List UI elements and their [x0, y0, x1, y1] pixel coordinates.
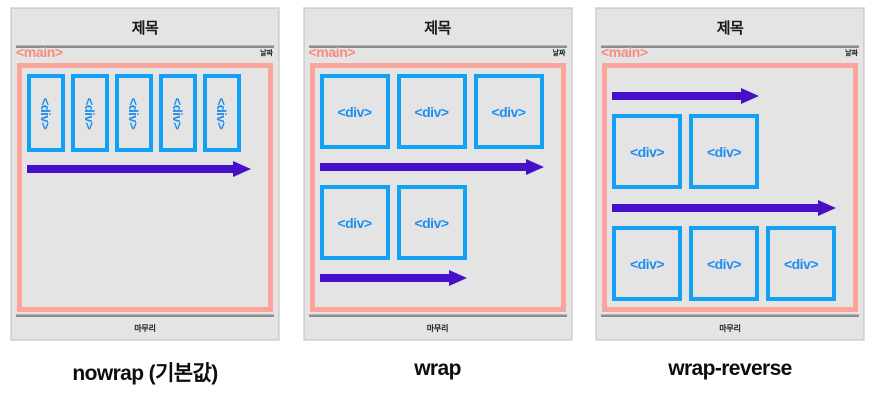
panel-wrap-reverse: 제목 <main> 날짜 <div> <div>	[593, 8, 867, 409]
direction-arrow-icon	[319, 270, 556, 286]
flex-item-label: <div>	[38, 97, 54, 129]
flex-item-label: <div>	[214, 97, 230, 129]
flex-row: <div> <div> <div>	[612, 226, 848, 301]
date-label: 날짜	[552, 50, 566, 57]
flex-item-label: <div>	[414, 103, 449, 120]
direction-arrow-icon	[612, 88, 848, 104]
flex-item: <div>	[396, 74, 467, 149]
direction-arrow-icon	[612, 200, 848, 216]
page-title: 제목	[716, 19, 744, 37]
page-title: 제목	[424, 19, 451, 37]
main-tag-row: <main> 날짜	[308, 44, 567, 63]
main-flex-container: <div> <div> <div> <div>	[602, 63, 858, 312]
flex-item: <div>	[396, 185, 467, 260]
footer-divider	[308, 314, 567, 317]
footer-label: 마무리	[719, 323, 741, 333]
flex-item-label: <div>	[491, 103, 526, 120]
main-tag-row: <main> 날짜	[601, 44, 859, 63]
flex-item-label: <div>	[414, 214, 449, 231]
card-header: 제목	[597, 9, 863, 45]
main-tag-row: <main> 날짜	[16, 44, 274, 63]
page-title: 제목	[131, 19, 159, 37]
panel-caption-wrap-reverse: wrap-reverse	[668, 357, 792, 380]
date-label: 날짜	[260, 50, 273, 57]
flex-item: <div>	[766, 226, 836, 301]
flex-item: <div>	[319, 74, 390, 149]
card-header: 제목	[305, 9, 571, 45]
flex-item-label: <div>	[337, 214, 372, 231]
flex-item: <div>	[203, 74, 241, 152]
flex-item: <div>	[473, 74, 544, 149]
direction-arrow-icon	[319, 159, 556, 175]
footer-divider	[601, 314, 859, 317]
header-divider	[601, 45, 859, 48]
flex-item: <div>	[612, 114, 682, 189]
flex-item: <div>	[319, 185, 390, 260]
flex-item-label: <div>	[706, 255, 742, 272]
panel-nowrap: 제목 <main> 날짜 <div> <div> <div>	[8, 8, 282, 409]
main-tag-label: <main>	[308, 44, 356, 60]
flex-item: <div>	[27, 74, 65, 152]
footer-label: 마무리	[134, 323, 156, 333]
main-flex-container: <div> <div> <div> <div>	[309, 63, 566, 312]
footer-divider	[16, 314, 274, 317]
flex-item-label: <div>	[706, 143, 742, 160]
main-tag-label: <main>	[16, 44, 63, 60]
flex-item-label: <div>	[126, 97, 142, 129]
flex-item: <div>	[159, 74, 197, 152]
card-footer: 마무리	[597, 317, 863, 339]
main-spacer	[27, 177, 263, 301]
flex-item: <div>	[689, 114, 759, 189]
main-tag-label: <main>	[601, 44, 648, 60]
flex-item: <div>	[689, 226, 759, 301]
footer-label: 마무리	[426, 323, 449, 333]
panel-wrap: 제목 <main> 날짜 <div> <div> <div>	[301, 8, 575, 409]
flex-item-label: <div>	[629, 255, 665, 272]
main-spacer	[612, 74, 848, 88]
flex-item-label: <div>	[82, 97, 98, 129]
device-card-wrap: 제목 <main> 날짜 <div> <div> <div>	[303, 8, 572, 340]
flex-item-label: <div>	[629, 143, 665, 160]
panel-caption-wrap: wrap	[414, 357, 461, 380]
device-card-wrap-reverse: 제목 <main> 날짜 <div> <div>	[596, 8, 864, 340]
flex-row: <div> <div> <div> <div> <div>	[27, 74, 263, 152]
flex-row: <div> <div>	[319, 185, 556, 260]
panel-caption-nowrap: nowrap (기본값)	[72, 362, 218, 385]
flex-item: <div>	[71, 74, 109, 152]
flex-item-label: <div>	[170, 97, 186, 129]
card-footer: 마무리	[12, 317, 278, 339]
header-divider	[16, 45, 274, 48]
header-divider	[308, 45, 567, 48]
main-spacer	[320, 286, 556, 301]
flex-item: <div>	[115, 74, 153, 152]
flex-item: <div>	[612, 226, 682, 301]
main-flex-container: <div> <div> <div> <div> <div>	[17, 63, 273, 312]
flex-row: <div> <div>	[612, 114, 848, 189]
direction-arrow-icon	[27, 161, 263, 177]
flex-item-label: <div>	[783, 255, 819, 272]
flex-row: <div> <div> <div>	[319, 74, 556, 149]
date-label: 날짜	[845, 50, 858, 57]
card-footer: 마무리	[305, 317, 571, 339]
device-card-nowrap: 제목 <main> 날짜 <div> <div> <div>	[11, 8, 279, 340]
flex-item-label: <div>	[337, 103, 372, 120]
card-header: 제목	[12, 9, 278, 45]
